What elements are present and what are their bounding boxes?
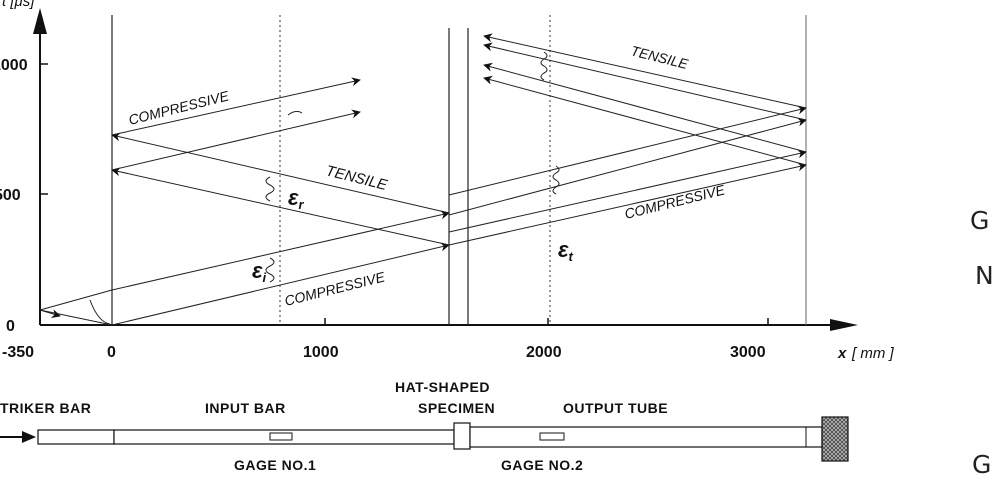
y-axis-label: t [μs] bbox=[2, 0, 35, 10]
side-text-2: N bbox=[975, 261, 992, 290]
incident-strain-brace bbox=[265, 257, 275, 283]
reflected-strain-brace bbox=[265, 176, 275, 202]
end-stopper bbox=[821, 416, 849, 462]
y-tick-500: 500 bbox=[0, 187, 21, 204]
output-tube bbox=[469, 426, 823, 448]
apparatus-drawing bbox=[0, 416, 849, 462]
label-gage2: GAGE NO.2 bbox=[501, 457, 583, 473]
strain-incident: εi bbox=[252, 258, 267, 285]
gage1-marker bbox=[269, 432, 293, 441]
label-compressive-top: COMPRESSIVE bbox=[127, 87, 231, 128]
label-striker-bar: TRIKER BAR bbox=[0, 400, 91, 416]
gage2-marker bbox=[539, 432, 565, 441]
label-compressive-bottom: COMPRESSIVE bbox=[283, 268, 387, 309]
strain-transmitted: εt bbox=[558, 237, 574, 264]
strain-reflected: εr bbox=[288, 185, 305, 212]
top-compressive-brace bbox=[287, 110, 303, 116]
label-specimen-line2: SPECIMEN bbox=[418, 400, 495, 416]
y-tick-0: 0 bbox=[6, 318, 15, 335]
wave-lines bbox=[39, 33, 807, 326]
x-tick-2000: 2000 bbox=[526, 344, 562, 361]
transmitted-strain-brace bbox=[552, 165, 560, 195]
side-text-3: G bbox=[972, 450, 992, 479]
y-tick-1000: 1000 bbox=[0, 57, 28, 74]
y-axis-arrow bbox=[33, 8, 47, 34]
x-axis-label: x bbox=[837, 345, 847, 362]
striker-bar bbox=[37, 429, 115, 445]
output-tensile-brace bbox=[540, 51, 548, 81]
label-gage1: GAGE NO.1 bbox=[234, 457, 316, 473]
hat-shaped-specimen bbox=[453, 422, 471, 450]
label-tensile-mid: TENSILE bbox=[324, 162, 390, 194]
impact-arrow-head bbox=[22, 431, 36, 443]
striker-brace bbox=[89, 299, 111, 325]
label-input-bar: INPUT BAR bbox=[205, 400, 286, 416]
side-text-1: G bbox=[970, 206, 990, 235]
x-tick-minus350: -350 bbox=[2, 344, 34, 361]
label-tensile-top-right: TENSILE bbox=[629, 42, 690, 72]
label-output-tube: OUTPUT TUBE bbox=[563, 400, 668, 416]
x-tick-0: 0 bbox=[107, 344, 116, 361]
x-axis-unit: [ mm ] bbox=[851, 345, 894, 362]
label-specimen-line1: HAT-SHAPED bbox=[395, 379, 490, 395]
x-tick-1000: 1000 bbox=[303, 344, 339, 361]
label-compressive-right: COMPRESSIVE bbox=[623, 181, 727, 222]
x-axis-arrow bbox=[830, 319, 858, 331]
x-tick-3000: 3000 bbox=[730, 344, 766, 361]
